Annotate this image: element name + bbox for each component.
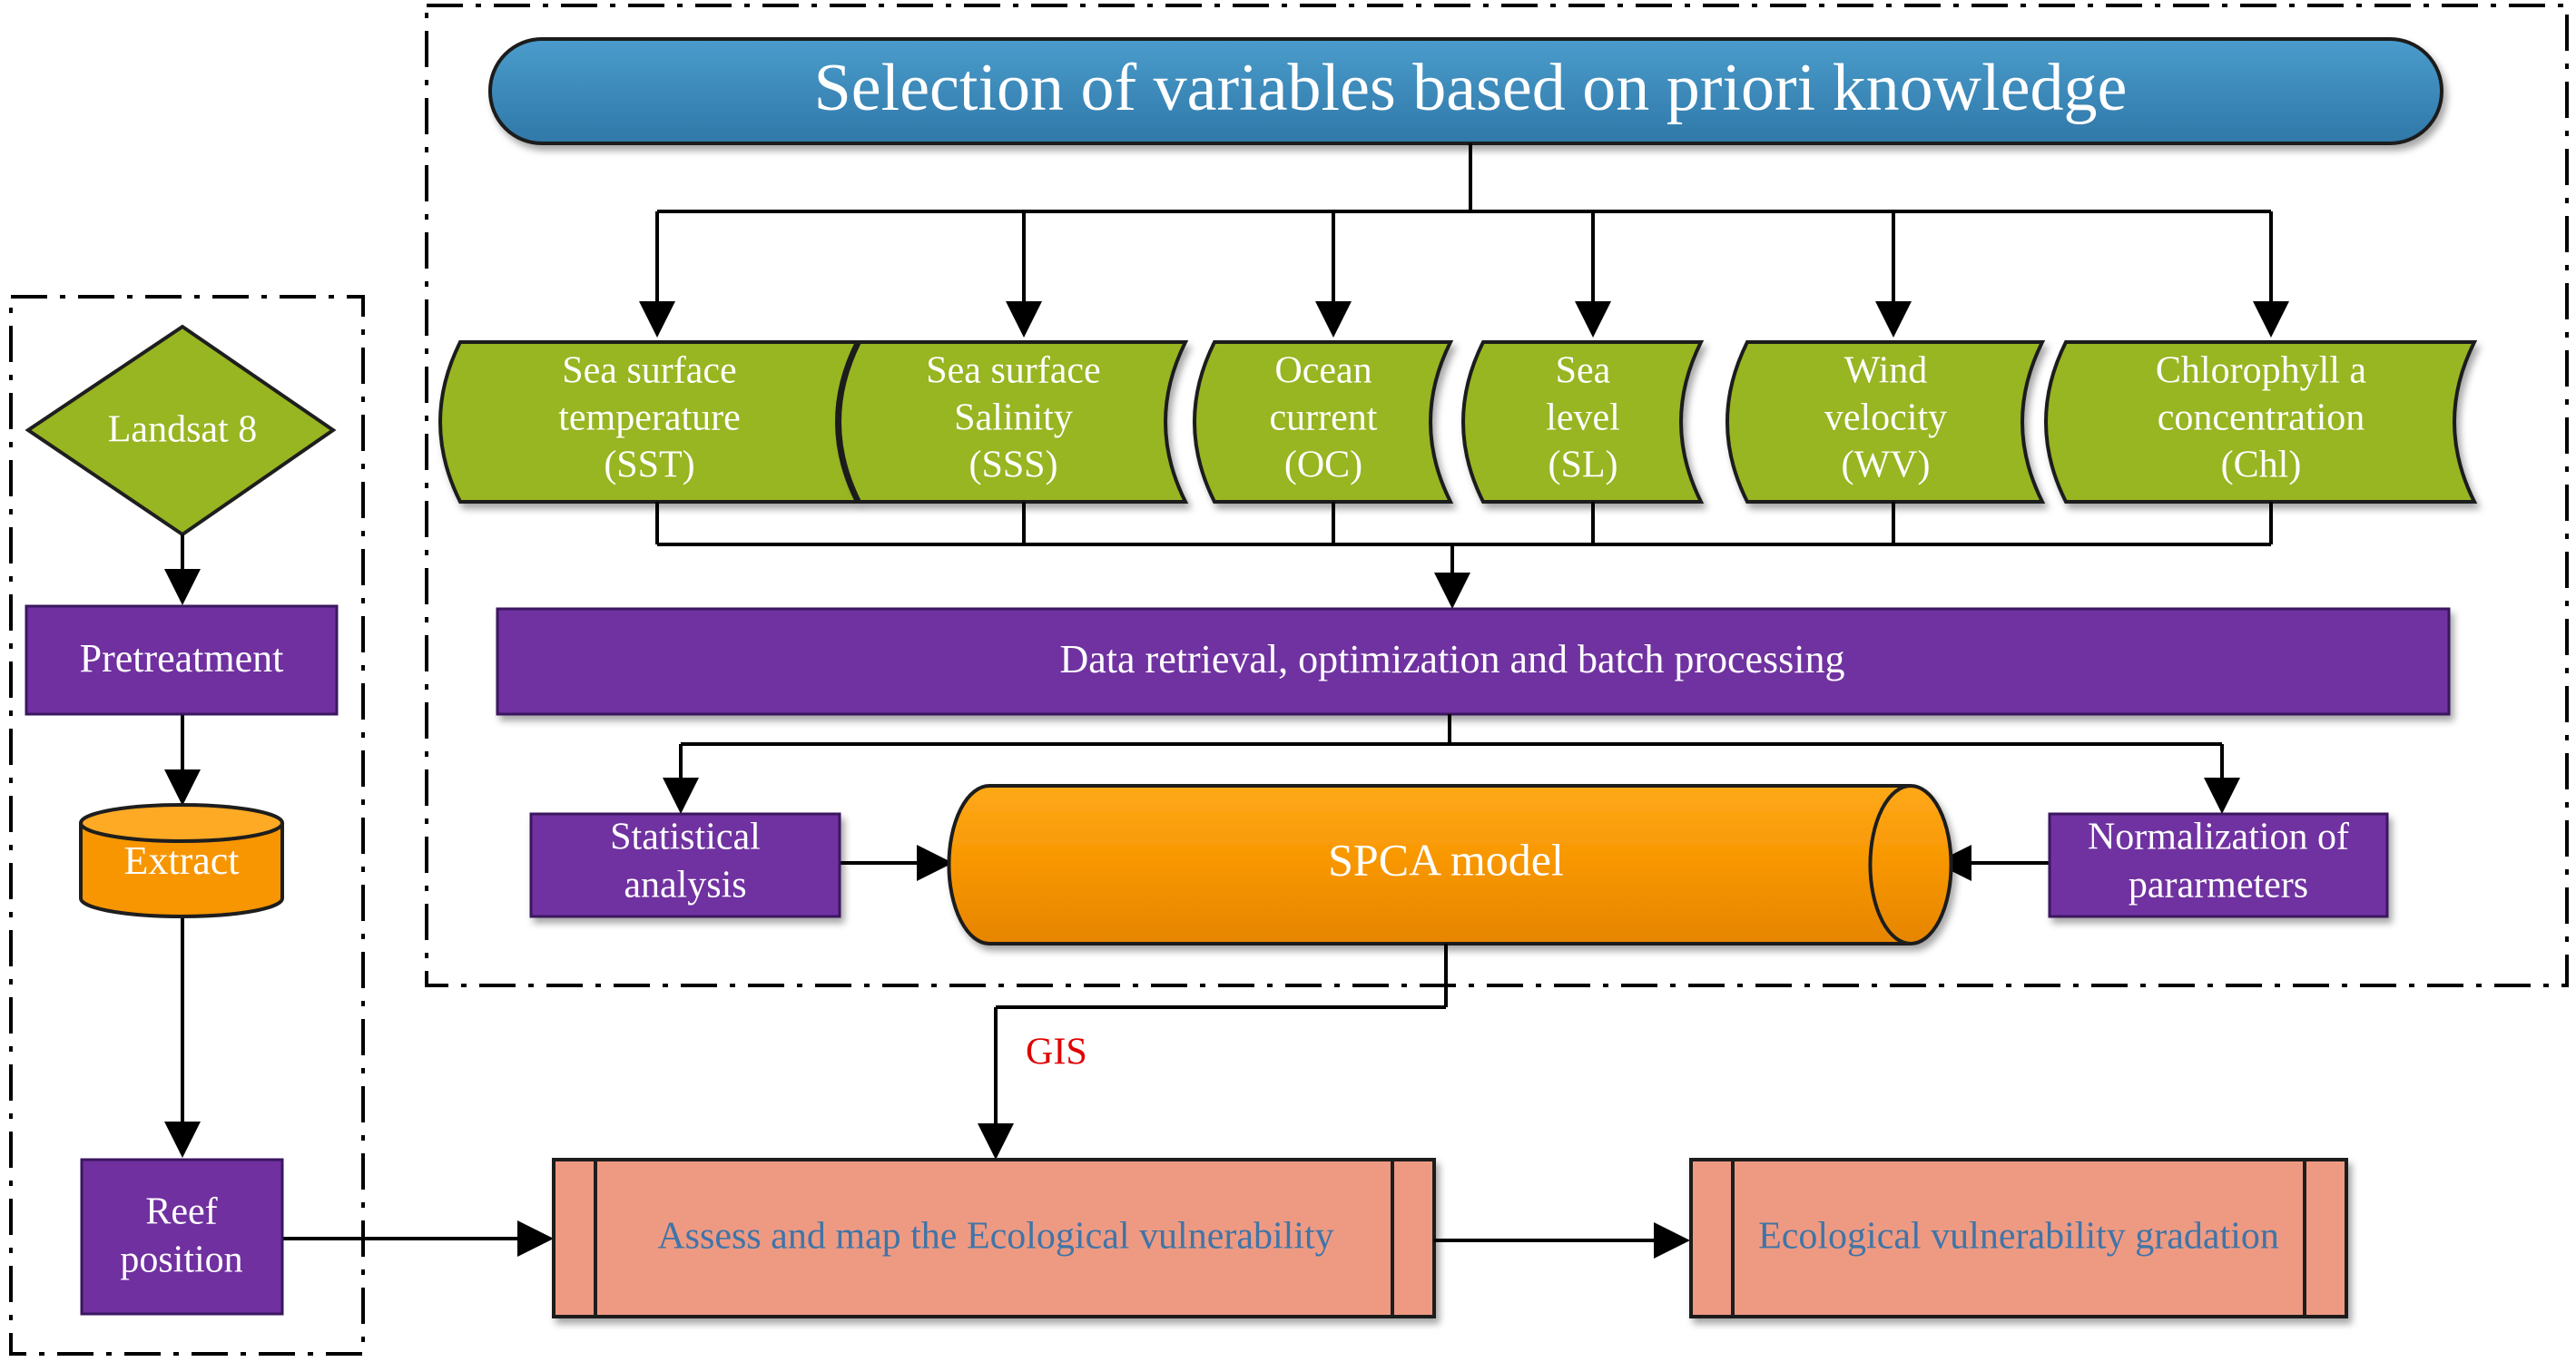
variable-wv-line-2: velocity [1824, 397, 1947, 439]
assess-box: Assess and map the Ecological vulnerabil… [552, 1158, 1436, 1318]
extract-text: Extract [123, 838, 239, 883]
data-retrieval-text: Data retrieval, optimization and batch p… [1059, 637, 1844, 681]
gis-label: GIS [1026, 1032, 1087, 1073]
variable-sl-line-3: (SL) [1549, 445, 1618, 486]
variable-box-sl: Sea level (SL) [1461, 340, 1705, 504]
spca-text: SPCA model [1328, 834, 1564, 885]
statistical-line-1: Statistical [610, 817, 761, 858]
landsat-diamond: Landsat 8 [25, 324, 337, 537]
normalization-box: Normalization of pararmeters [2048, 812, 2389, 918]
variable-oc-line-2: current [1270, 397, 1378, 439]
variable-wv-line-3: (WV) [1842, 445, 1931, 486]
reef-line-1: Reef [145, 1191, 217, 1233]
spca-to-assess-connector [978, 944, 1448, 1160]
left-group-frame [9, 295, 365, 1356]
variable-sss-line-1: Sea surface [926, 350, 1100, 392]
retrieval-branch-connectors [663, 714, 2240, 881]
variable-box-sst: Sea surface temperature (SST) [438, 340, 860, 504]
pretreatment-text: Pretreatment [80, 636, 284, 681]
spca-model-cylinder: SPCA model [947, 784, 1953, 946]
reef-line-2: position [120, 1240, 242, 1281]
variable-sss-line-3: (SSS) [968, 445, 1057, 486]
reef-position-box: Reef position [80, 1158, 284, 1316]
variable-chl-line-2: concentration [2158, 397, 2365, 439]
normalization-line-1: Normalization of [2088, 817, 2349, 858]
pretreatment-box: Pretreatment [25, 604, 339, 716]
variable-sl-line-2: level [1546, 397, 1620, 439]
variable-sst-line-3: (SST) [604, 445, 694, 486]
variable-chl-line-3: (Chl) [2221, 445, 2302, 486]
variables-to-retrieval-connectors [655, 502, 2273, 609]
title-text: Selection of variables based on priori k… [814, 51, 2128, 125]
left-column-connectors [164, 534, 554, 1257]
variable-wv-line-1: Wind [1844, 350, 1928, 392]
statistical-line-2: analysis [624, 865, 746, 906]
statistical-analysis-box: Statistical analysis [529, 812, 841, 918]
data-retrieval-box: Data retrieval, optimization and batch p… [496, 607, 2451, 716]
variable-boxes: Sea surface temperature (SST) Sea surfaceSa… [438, 340, 2478, 504]
variable-sss-line-2: Salinity [954, 397, 1073, 439]
variable-oc-line-1: Ocean [1274, 350, 1372, 392]
gradation-box: Ecological vulnerability gradation [1689, 1158, 2348, 1318]
variable-box-chl: Chlorophyll a concentration (Chl) [2044, 340, 2478, 504]
title-to-variables-connectors [639, 143, 2289, 338]
landsat-text: Landsat 8 [108, 409, 257, 451]
variable-box-wv: Wind velocity (WV) [1726, 340, 2046, 504]
variable-sst-line-2: temperature [558, 397, 741, 439]
variable-oc-line-3: (OC) [1284, 445, 1362, 486]
right-group-frame [425, 4, 2569, 987]
variable-sst-line-1: Sea surface [562, 350, 736, 392]
assess-text: Assess and map the Ecological vulnerabil… [657, 1216, 1333, 1258]
variable-box-oc: Ocean current (OC) [1193, 340, 1454, 504]
variable-chl-line-1: Chlorophyll a [2156, 350, 2367, 392]
extract-cylinder: Extract [79, 803, 284, 918]
title-banner: Selection of variables based on priori k… [488, 37, 2443, 145]
gradation-text: Ecological vulnerability gradation [1758, 1216, 2279, 1258]
normalization-line-2: pararmeters [2129, 865, 2308, 906]
variable-sl-line-1: Sea [1556, 350, 1611, 392]
